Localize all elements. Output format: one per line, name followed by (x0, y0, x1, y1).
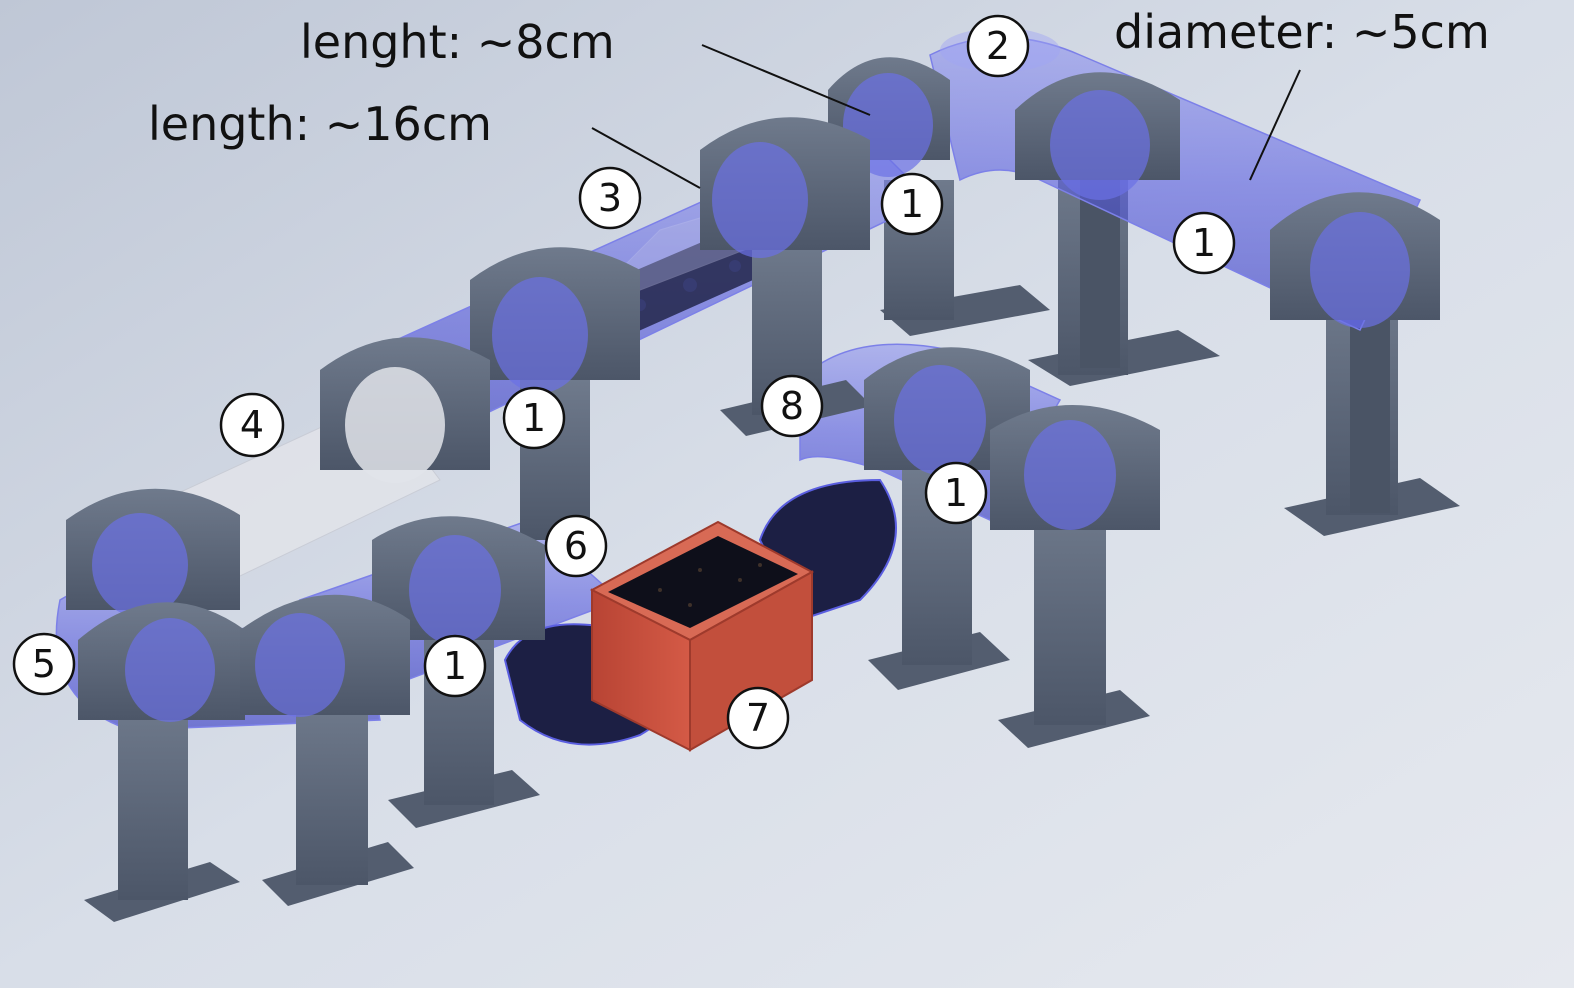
svg-text:1: 1 (900, 182, 924, 226)
diameter-label: diameter: ~5cm (1114, 5, 1490, 59)
pipe-clamp (372, 516, 545, 645)
marker-1-lower-right: 1 (924, 461, 988, 525)
pipe-clamp (1270, 192, 1440, 328)
soil-box (589, 520, 815, 752)
support-stand (998, 500, 1150, 748)
svg-text:1: 1 (1192, 221, 1216, 265)
marker-3: 3 (578, 166, 642, 230)
pipe-clamp (66, 488, 240, 617)
support-stand (84, 700, 240, 922)
support-stand (1284, 288, 1460, 536)
pipe-clamp (320, 337, 490, 483)
support-stand (262, 700, 414, 906)
marker-5: 5 (12, 632, 76, 696)
marker-1-middle: 1 (502, 386, 566, 450)
marker-1-lower-left: 1 (423, 634, 487, 698)
svg-text:1: 1 (443, 644, 467, 688)
svg-text:5: 5 (32, 642, 56, 686)
marker-1-top: 1 (880, 172, 944, 236)
leader-line-diameter (1249, 69, 1301, 181)
pipe-clamp (700, 117, 870, 258)
svg-text:6: 6 (564, 524, 588, 568)
svg-text:4: 4 (240, 403, 264, 447)
pipe-clamp (78, 602, 245, 722)
svg-text:1: 1 (944, 471, 968, 515)
svg-text:8: 8 (780, 384, 804, 428)
marker-4: 4 (219, 392, 285, 458)
pipe-clamp (1015, 72, 1180, 200)
marker-7: 7 (726, 686, 790, 750)
svg-text:3: 3 (598, 176, 622, 220)
pipe-clamp (470, 247, 640, 393)
marker-2: 2 (966, 14, 1030, 78)
leader-line-short (701, 44, 871, 116)
marker-8: 8 (760, 374, 824, 438)
leader-line-long (591, 127, 701, 189)
leader-lines (591, 44, 1301, 189)
svg-text:1: 1 (522, 396, 546, 440)
pipe-clamp (990, 405, 1160, 530)
marker-6: 6 (544, 514, 608, 578)
pipe-clamp (864, 347, 1030, 475)
marker-1-right: 1 (1172, 211, 1236, 275)
svg-text:2: 2 (986, 24, 1010, 68)
svg-text:7: 7 (746, 696, 770, 740)
length-short-label: lenght: ~8cm (300, 15, 615, 69)
length-long-label: length: ~16cm (148, 97, 492, 151)
pipe-clamp (240, 594, 410, 717)
